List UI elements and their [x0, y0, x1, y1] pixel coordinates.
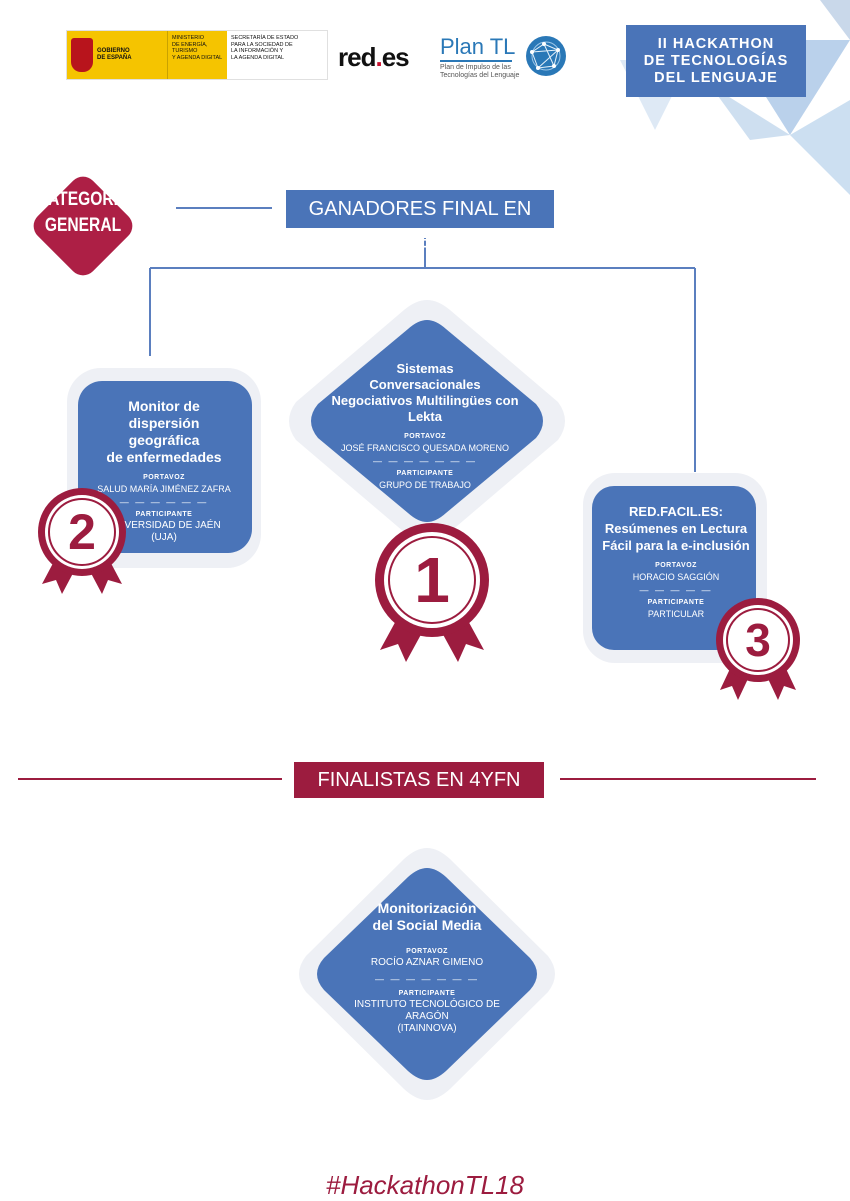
finalist-card-shape [299, 848, 555, 1100]
card-3-title: RED.FACIL.ES: Resúmenes en Lectura Fácil… [602, 504, 750, 553]
card-3-shape [583, 473, 767, 663]
card-2-title: Monitor de dispersión geográfica de enfe… [106, 398, 222, 465]
gov-logo-text-3: SECRETARÍA DE ESTADO PARA LA SOCIEDAD DE… [231, 35, 299, 61]
medal-2-number: 2 [68, 504, 96, 560]
globe-network-icon [526, 36, 566, 76]
medal-3-number: 3 [745, 614, 771, 666]
event-title: II HACKATHON DE TECNOLOGÍAS DEL LENGUAJE [643, 35, 789, 86]
card-2-divider: — — — — — — [119, 497, 209, 507]
card-3-participante: PARTICULAR [647, 609, 705, 619]
finalist-portavoz-label: PORTAVOZ [406, 948, 448, 955]
finalist-divider: — — — — — — — [374, 974, 479, 984]
card-2-portavoz: SALUD MARÍA JIMÉNEZ ZAFRA [97, 484, 231, 494]
event-title-box: II HACKATHON DE TECNOLOGÍAS DEL LENGUAJE [626, 25, 806, 97]
medal-1-number: 1 [414, 544, 450, 616]
card-2-portavoz-label: PORTAVOZ [143, 474, 185, 481]
coat-of-arms-icon [71, 38, 93, 72]
hashtag: #HackathonTL18 [325, 1170, 525, 1200]
card-3-portavoz-label: PORTAVOZ [655, 562, 697, 569]
card-1-title: Sistemas Conversacionales Negociativos M… [331, 361, 519, 424]
gov-logo-text-1: GOBIERNO DE ESPAÑA [97, 48, 132, 61]
category-badge: CATEGORÍA GENERAL [18, 161, 148, 291]
card-1-portavoz-label: PORTAVOZ [404, 433, 446, 440]
card-3: RED.FACIL.ES: Resúmenes en Lectura Fácil… [596, 503, 756, 620]
medal-2-icon: 2 [38, 488, 126, 594]
card-1-divider: — — — — — — — [372, 456, 477, 466]
category-label: CATEGORÍA GENERAL [36, 189, 130, 236]
government-logo: GOBIERNO DE ESPAÑA MINISTERIO DE ENERGÍA… [66, 30, 328, 80]
redes-logo-tail: es [381, 42, 410, 72]
winners-heading: GANADORES FINAL EN 4YFN [286, 190, 554, 258]
card-1-participante-label: PARTICIPANTE [396, 470, 454, 477]
plantl-logo-subtitle: Plan de Impulso de las Tecnologías del L… [440, 64, 520, 79]
finalist-participante-label: PARTICIPANTE [398, 990, 456, 997]
plantl-logo-underline [440, 60, 512, 62]
card-3-divider: — — — — — [639, 585, 713, 595]
card-2-participante-label: PARTICIPANTE [135, 511, 193, 518]
card-1-shape [289, 300, 565, 542]
finalist-title: Monitorización del Social Media [372, 900, 482, 933]
card-1-portavoz: JOSÉ FRANCISCO QUESADA MORENO [340, 443, 510, 453]
card-2-participante: UNIVERSIDAD DE JAÉN (UJA) [107, 520, 221, 543]
card-3-participante-label: PARTICIPANTE [647, 599, 705, 606]
finalist-participante: INSTITUTO TECNOLÓGICO DE ARAGÓN (ITAINNO… [354, 999, 500, 1034]
card-1: Sistemas Conversacionales Negociativos M… [325, 361, 525, 491]
category-diamond-shape [33, 176, 133, 276]
plantl-logo-title: Plan TL [440, 34, 516, 59]
redes-logo-dot: . [375, 42, 382, 72]
redes-logo-main: red [338, 42, 376, 72]
finalist-portavoz: ROCÍO AZNAR GIMENO [370, 957, 484, 968]
card-3-portavoz: HORACIO SAGGIÓN [632, 572, 720, 582]
card-1-participante: GRUPO DE TRABAJO [379, 480, 471, 490]
card-2: Monitor de dispersión geográfica de enfe… [94, 398, 234, 544]
finalists-heading: FINALISTAS EN 4YFN [294, 762, 544, 798]
finalist-card: Monitorización del Social Media PORTAVOZ… [332, 900, 522, 1035]
gov-logo-text-2: MINISTERIO DE ENERGÍA, TURISMO Y AGENDA … [167, 31, 227, 79]
redes-logo: red.es [338, 42, 410, 73]
medal-3-icon: 3 [716, 598, 800, 700]
medal-1-icon: 1 [375, 523, 489, 662]
